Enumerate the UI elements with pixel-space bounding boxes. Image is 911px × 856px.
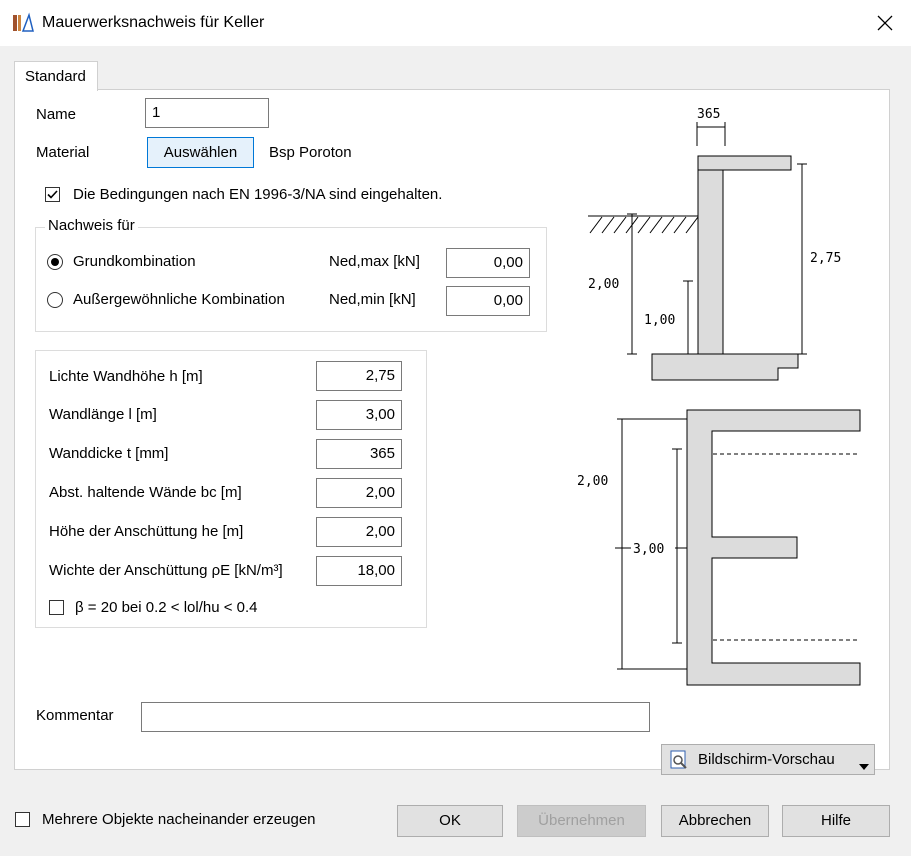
apply-button[interactable]: Übernehmen [517, 805, 646, 837]
ned-min-label: Ned,min [kN] [329, 291, 416, 308]
app-icon [12, 12, 34, 34]
multi-objects-label: Mehrere Objekte nacheinander erzeugen [42, 811, 316, 828]
preview-icon [669, 750, 689, 774]
aussergewoehnliche-label: Außergewöhnliche Kombination [73, 291, 285, 308]
ned-max-input[interactable]: 0,00 [446, 248, 530, 278]
param-label: Höhe der Anschüttung he [m] [49, 523, 244, 540]
wall-plan-diagram: 2,00 3,00 [577, 409, 861, 686]
material-value: Bsp Poroton [269, 144, 352, 161]
dim-plan-left: 2,00 [577, 474, 608, 489]
radio-grundkombination[interactable] [47, 254, 63, 270]
nachweis-group-label: Nachweis für [45, 217, 138, 234]
kommentar-label: Kommentar [36, 707, 114, 724]
parameters-group [35, 350, 427, 628]
dim-total-height: 2,75 [810, 251, 841, 266]
screen-preview-button[interactable]: Bildschirm-Vorschau [661, 744, 875, 775]
grundkombination-label: Grundkombination [73, 253, 196, 270]
nachweis-group [35, 227, 547, 332]
multi-objects-checkbox[interactable] [15, 812, 30, 827]
cancel-button[interactable]: Abbrechen [661, 805, 769, 837]
radio-aussergewoehnliche[interactable] [47, 292, 63, 308]
wall-section-diagram: 365 2,00 1,00 2,75 [588, 107, 841, 381]
wanddicke-input[interactable]: 365 [316, 439, 402, 469]
name-input[interactable]: 1 [145, 98, 269, 128]
dropdown-arrow-icon [859, 757, 869, 774]
param-label: Abst. haltende Wände bc [m] [49, 484, 242, 501]
name-label: Name [36, 106, 77, 123]
en-conditions-checkbox[interactable] [45, 187, 60, 202]
wichte-anschuettung-input[interactable]: 18,00 [316, 556, 402, 586]
ok-button[interactable]: OK [397, 805, 503, 837]
en-conditions-label: Die Bedingungen nach EN 1996-3/NA sind e… [73, 186, 443, 203]
material-label: Material [36, 144, 90, 161]
ned-max-label: Ned,max [kN] [329, 253, 420, 270]
hoehe-anschuettung-input[interactable]: 2,00 [316, 517, 402, 547]
param-label: Wandlänge l [m] [49, 406, 157, 423]
tab-label: Standard [25, 68, 86, 85]
dim-left-height: 2,00 [588, 277, 619, 292]
close-icon[interactable] [872, 10, 898, 36]
help-button[interactable]: Hilfe [782, 805, 890, 837]
tab-standard[interactable]: Standard [14, 61, 98, 91]
dim-inner-height: 1,00 [644, 313, 675, 328]
ned-min-input[interactable]: 0,00 [446, 286, 530, 316]
preview-button-label: Bildschirm-Vorschau [698, 751, 835, 768]
kommentar-input[interactable] [141, 702, 650, 732]
param-label: Wichte der Anschüttung ρE [kN/m³] [49, 562, 283, 579]
lichte-wandhoehe-input[interactable]: 2,75 [316, 361, 402, 391]
title-bar: Mauerwerksnachweis für Keller [0, 0, 911, 46]
wandlaenge-input[interactable]: 3,00 [316, 400, 402, 430]
dim-wall-thickness: 365 [697, 107, 720, 122]
beta-label: β = 20 bei 0.2 < lol/hu < 0.4 [75, 599, 258, 616]
window-title: Mauerwerksnachweis für Keller [42, 14, 265, 31]
param-label: Lichte Wandhöhe h [m] [49, 368, 203, 385]
abst-haltende-waende-input[interactable]: 2,00 [316, 478, 402, 508]
select-material-button[interactable]: Auswählen [147, 137, 254, 168]
dim-plan-mid: 3,00 [633, 542, 664, 557]
beta-checkbox[interactable] [49, 600, 64, 615]
param-label: Wanddicke t [mm] [49, 445, 169, 462]
